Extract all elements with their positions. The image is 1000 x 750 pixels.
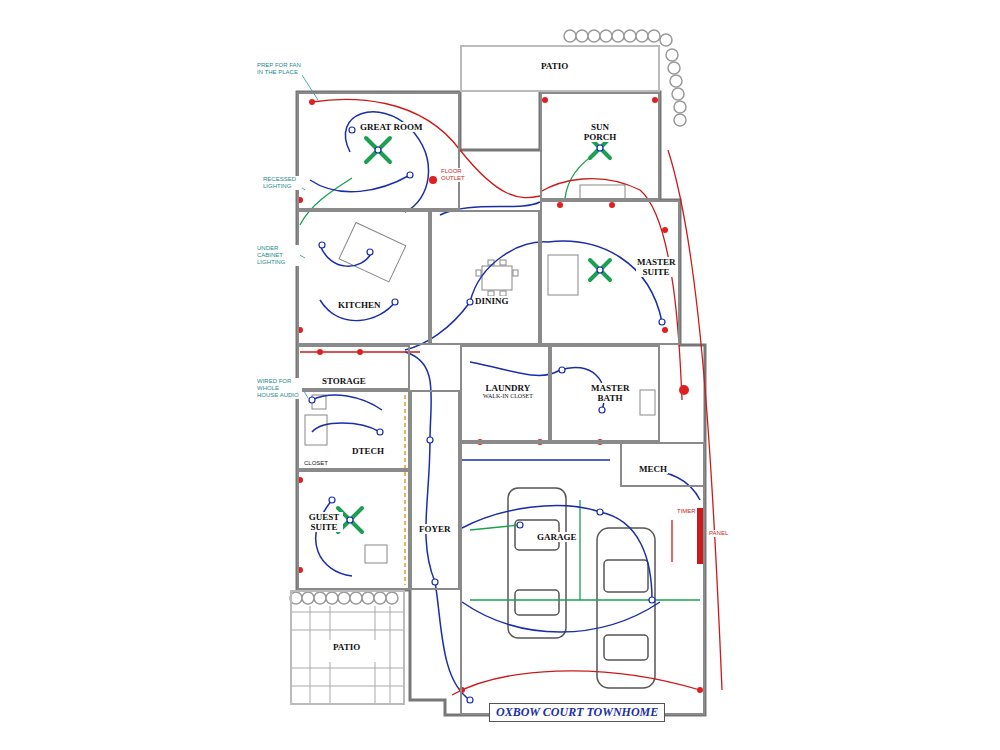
leader-line <box>298 75 318 398</box>
room-outline: DINING <box>430 210 540 345</box>
chime-wire <box>404 395 406 585</box>
furniture <box>305 185 655 563</box>
room-name: MECH <box>638 464 668 474</box>
room-name: GUEST SUITE <box>305 512 343 532</box>
room-name: LAUNDRY <box>482 383 534 393</box>
plan-note: FLOOR OUTLET <box>440 168 470 182</box>
plan-note: WIRED FOR WHOLE HOUSE AUDIO <box>256 378 302 399</box>
title-block: OXBOW COURT TOWNHOME <box>489 703 665 722</box>
room-label-group: PATIO <box>540 61 569 71</box>
room-name: DTECH <box>351 446 385 456</box>
room-label-group: DTECH <box>351 446 385 456</box>
room-label-group: MECH <box>638 464 668 474</box>
room-label-group: GREAT ROOM <box>359 122 423 132</box>
room-name: GARAGE <box>536 532 578 542</box>
electrical-panel <box>697 508 703 564</box>
room-outline: FOYER <box>410 390 460 590</box>
room-name: WALK-IN CLOSET <box>482 393 534 400</box>
switch-wire <box>310 112 700 700</box>
room-outline: STORAGE <box>297 345 410 390</box>
room-name: MASTER BATH <box>590 383 630 403</box>
room-outline: MASTER SUITE <box>540 200 680 345</box>
room-name: MASTER SUITE <box>636 257 676 277</box>
room-label-group: LAUNDRYWALK-IN CLOSET <box>482 383 534 400</box>
light-fixture <box>309 127 665 703</box>
room-outline: KITCHEN <box>297 210 430 345</box>
room-label-group: MASTER BATH <box>590 383 630 403</box>
room-label-group: FOYER <box>418 524 452 534</box>
plan-note: UNDER CABINET LIGHTING <box>256 245 300 266</box>
plan-note: TIMER <box>676 508 697 515</box>
ceiling-fan <box>338 138 610 532</box>
room-outline: GARAGE <box>460 442 705 715</box>
room-name: FOYER <box>418 524 452 534</box>
plan-note: PREP FOR FAN IN THE PLACE <box>256 62 302 76</box>
room-outline: DTECH <box>297 390 410 470</box>
receptacle <box>297 97 703 693</box>
room-name: DINING <box>474 296 510 306</box>
plan-note: PANEL <box>708 530 729 537</box>
room-outline: LAUNDRYWALK-IN CLOSET <box>460 345 550 442</box>
room-label-group: DINING <box>474 296 510 306</box>
outer-wall <box>297 92 705 715</box>
room-outline: MASTER BATH <box>550 345 660 442</box>
plan-note: CLOSET <box>303 460 329 467</box>
room-outline: GREAT ROOM <box>297 92 460 210</box>
room-label-group: PATIO <box>332 642 361 652</box>
room-outline: PATIO <box>290 590 405 705</box>
shrubs <box>290 30 686 604</box>
room-label-group: STORAGE <box>321 376 367 386</box>
room-label-group: GUEST SUITE <box>305 512 343 532</box>
room-label-group: KITCHEN <box>337 300 382 310</box>
room-name: PATIO <box>540 61 569 71</box>
room-label-group: SUN PORCH <box>580 122 620 142</box>
room-outline: PATIO <box>460 45 660 92</box>
low-voltage-wire <box>300 152 700 600</box>
room-name: GREAT ROOM <box>359 122 423 132</box>
room-outline: GUEST SUITE <box>297 470 410 590</box>
patio-paving <box>290 606 405 705</box>
room-outline: MECH <box>620 442 705 487</box>
car-outline <box>508 488 655 688</box>
room-label-group: GARAGE <box>536 532 578 542</box>
room-label-group: MASTER SUITE <box>636 257 676 277</box>
room-name: SUN PORCH <box>580 122 620 142</box>
room-name: KITCHEN <box>337 300 382 310</box>
room-outline: SUN PORCH <box>540 92 660 200</box>
plan-note: RECESSED LIGHTING <box>262 176 302 190</box>
plan-title: OXBOW COURT TOWNHOME <box>496 705 658 719</box>
room-name: STORAGE <box>321 376 367 386</box>
room-name: PATIO <box>332 642 361 652</box>
